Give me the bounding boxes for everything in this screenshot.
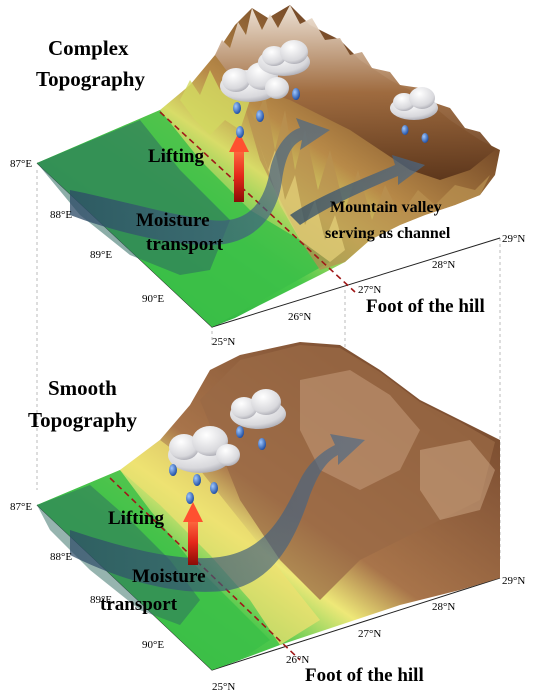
valley-channel-arrow — [290, 155, 425, 225]
moisture-label-line1: Moisture — [132, 566, 206, 587]
lat-tick: 28°N — [432, 601, 455, 613]
lat-tick: 29°N — [502, 233, 525, 245]
moisture-label-line1: Moisture — [136, 210, 210, 231]
lon-tick-labels: 87°E 88°E 89°E 90°E — [10, 501, 164, 651]
moisture-transport-arrow — [70, 434, 365, 592]
lat-tick: 27°N — [358, 628, 381, 640]
cloud-icon — [168, 426, 240, 473]
up-arrow-icon — [183, 502, 203, 565]
lon-tick: 88°E — [50, 551, 72, 563]
panel-smooth: 87°E 88°E 89°E 90°E 25°N 26°N 27°N 28°N … — [10, 342, 525, 693]
highland-patch — [420, 440, 495, 520]
foot-of-hill-line — [159, 111, 356, 293]
panel-title-line1: Smooth — [48, 376, 117, 400]
lat-tick: 25°N — [212, 336, 235, 348]
panel-title-line1: Complex — [48, 36, 129, 60]
lat-tick: 25°N — [212, 681, 235, 693]
lat-tick: 27°N — [358, 284, 381, 296]
moisture-label-line2: transport — [100, 594, 178, 615]
lat-tick: 29°N — [502, 575, 525, 587]
moisture-transport-arrow — [70, 118, 330, 245]
lon-tick: 87°E — [10, 501, 32, 513]
lon-tick-labels: 87°E 88°E 89°E 90°E — [10, 158, 164, 305]
lat-tick-labels: 25°N 26°N 27°N 28°N 29°N — [212, 233, 525, 348]
cloud-icon — [390, 87, 438, 120]
lon-tick: 89°E — [90, 249, 112, 261]
cloud-icon — [220, 62, 289, 102]
valley-label-line2: serving as channel — [325, 225, 451, 242]
foot-of-hill-label: Foot of the hill — [305, 665, 424, 686]
lon-tick: 90°E — [142, 639, 164, 651]
lifting-label: Lifting — [148, 146, 204, 167]
raindrop-icon — [233, 88, 429, 143]
foothill-band — [120, 440, 320, 645]
up-arrow-icon — [229, 132, 249, 202]
foot-of-hill-label: Foot of the hill — [366, 296, 485, 317]
lon-tick: 87°E — [10, 158, 32, 170]
lon-tick: 90°E — [142, 293, 164, 305]
lat-tick-labels: 25°N 26°N 27°N 28°N 29°N — [212, 575, 525, 693]
panel-complex: 87°E 88°E 89°E 90°E 25°N 26°N 27°N 28°N … — [10, 5, 525, 610]
panel-title-line2: Topography — [28, 408, 137, 432]
lifting-label: Lifting — [108, 508, 164, 529]
moisture-label-line2: transport — [146, 234, 224, 255]
lat-tick: 26°N — [288, 311, 311, 323]
lon-tick: 89°E — [90, 594, 112, 606]
cloud-icon — [258, 40, 310, 76]
cloud-icon — [230, 389, 286, 429]
panel-title-line2: Topography — [36, 67, 145, 91]
valley-label-line1: Mountain valley — [330, 199, 442, 216]
lat-tick: 28°N — [432, 259, 455, 271]
lon-tick: 88°E — [50, 209, 72, 221]
raindrop-icon — [169, 426, 266, 504]
lat-tick: 26°N — [286, 654, 309, 666]
